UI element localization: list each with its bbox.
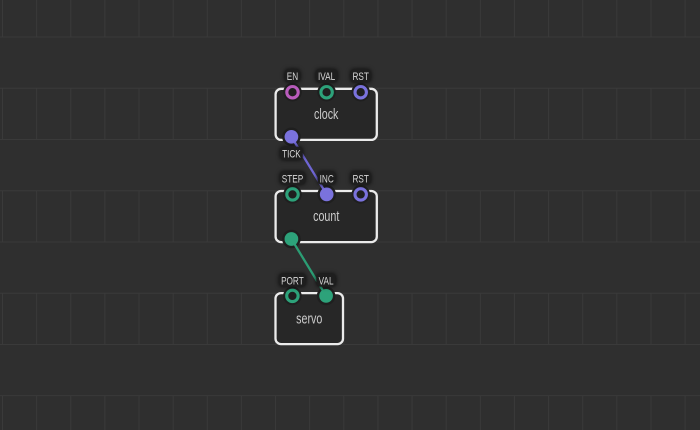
svg-text:RST: RST [352, 173, 368, 186]
svg-text:VAL: VAL [319, 275, 334, 288]
svg-text:STEP: STEP [282, 173, 304, 186]
svg-text:PORT: PORT [281, 275, 304, 288]
svg-text:EN: EN [287, 71, 298, 84]
svg-text:count: count [313, 209, 340, 225]
svg-text:IVAL: IVAL [318, 71, 336, 84]
svg-text:TICK: TICK [282, 148, 301, 161]
svg-text:servo: servo [296, 311, 322, 327]
svg-text:RST: RST [352, 71, 368, 84]
svg-text:INC: INC [320, 173, 334, 186]
svg-text:clock: clock [314, 107, 339, 123]
